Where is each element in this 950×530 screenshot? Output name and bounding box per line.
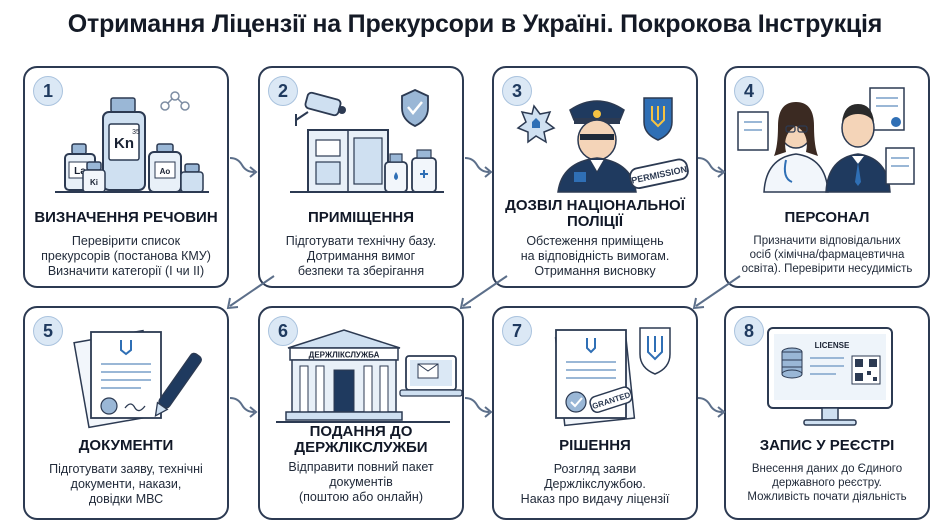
- bottle-label: Kn: [114, 135, 134, 152]
- step-card-4: 4 Персонал Призначити відповідальнихосіб…: [724, 66, 930, 288]
- step-title: Рішення: [559, 437, 631, 454]
- step-card-8: 8 LICENSE Запис у реєстрі Внесення даних…: [724, 306, 930, 520]
- registry-monitor-icon: LICENSE: [767, 327, 893, 426]
- step-title: Запис у реєстрі: [759, 437, 895, 454]
- step-card-6: 6 ДЕРЖЛІКСЛУЖБА Подання доДержлікслужби …: [258, 306, 464, 520]
- secured-room-icon: [290, 89, 444, 193]
- step-title: Дозвіл національноїполіції: [505, 197, 685, 230]
- bottle-label: Ao: [160, 167, 171, 176]
- government-building-icon: ДЕРЖЛІКСЛУЖБА: [276, 329, 462, 423]
- documents-icon: [73, 329, 202, 429]
- arrow-right-icon: [697, 397, 726, 418]
- decision-document-icon: GRANTED: [554, 327, 671, 427]
- step-title: Приміщення: [308, 209, 414, 226]
- step-title: Документи: [78, 437, 174, 454]
- staff-icon: [737, 87, 915, 193]
- step-title: Подання доДержлікслужби: [294, 423, 428, 456]
- arrow-right-icon: [697, 157, 726, 178]
- bottle-label: 35: [132, 129, 140, 136]
- step-card-3: 3 PERMISSION Дозвіл національноїполіції …: [492, 66, 698, 288]
- step-number-badge: 6: [268, 316, 298, 346]
- step-description: Підготувати технічну базу.Дотримання вим…: [285, 234, 437, 278]
- building-sign: ДЕРЖЛІКСЛУЖБА: [309, 351, 380, 360]
- bottle-label: La: [74, 166, 86, 177]
- arrow-right-icon: [229, 397, 258, 418]
- step-title: Персонал: [784, 209, 870, 226]
- step-number-badge: 7: [502, 316, 532, 346]
- arrow-right-icon: [464, 157, 493, 178]
- arrow-down-left-icon: [226, 275, 275, 310]
- step-card-7: 7 GRANTED Рішення Розгляд заявиДержліксл…: [492, 306, 698, 520]
- step-number-badge: 4: [734, 76, 764, 106]
- page-title: Отримання Ліцензії на Прекурсори в Украї…: [67, 10, 883, 38]
- step-number-badge: 2: [268, 76, 298, 106]
- arrow-right-icon: [229, 157, 258, 178]
- arrow-down-left-icon: [459, 275, 508, 310]
- step-card-5: 5 Документи Підготувати заяву, технічнід…: [23, 306, 229, 520]
- step-card-2: 2 Приміщення Підготувати технічну базу.Д…: [258, 66, 464, 288]
- step-number-badge: 1: [33, 76, 63, 106]
- arrow-down-left-icon: [692, 275, 741, 310]
- step-number-badge: 8: [734, 316, 764, 346]
- license-screen-label: LICENSE: [815, 341, 850, 350]
- step-number-badge: 3: [502, 76, 532, 106]
- arrow-right-icon: [464, 397, 493, 418]
- step-title: Визначення речовин: [34, 209, 218, 226]
- step-card-1: 1 Kn 35 La Ki Ao Визначення речовин Пере…: [23, 66, 229, 288]
- bottle-label: Ki: [90, 178, 98, 187]
- chemical-bottles-icon: Kn 35 La Ki Ao: [55, 91, 209, 193]
- police-officer-icon: PERMISSION: [516, 97, 689, 193]
- step-number-badge: 5: [33, 316, 63, 346]
